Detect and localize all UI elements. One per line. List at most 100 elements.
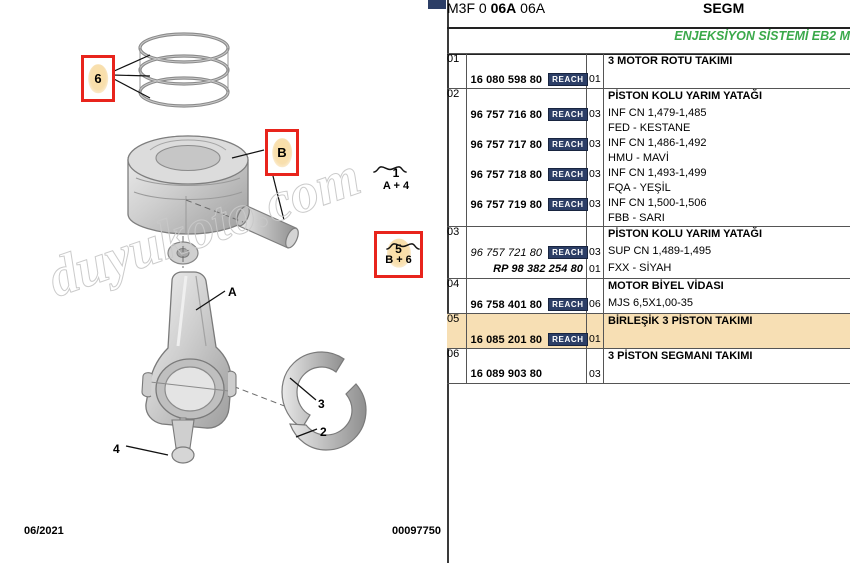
diagram-artwork <box>111 32 367 464</box>
title-pn-pad <box>466 279 587 296</box>
part-line[interactable]: FED - KESTANE <box>467 121 850 136</box>
table-bottom-rule <box>447 383 850 384</box>
quantity: 03 <box>586 366 604 383</box>
row-title: BİRLEŞİK 3 PİSTON TAKIMI <box>603 314 850 331</box>
exploded-parts-diagram: duyukoto.com 6 B 1 A + 4 5 <box>24 32 441 537</box>
row-title-line: BİRLEŞİK 3 PİSTON TAKIMI <box>466 314 850 331</box>
row-title: MOTOR BİYEL VİDASI <box>608 280 724 292</box>
description-line <box>603 331 850 348</box>
table-header: M3F 0 06A 06A SEGM ENJEKSİYON SİSTEMİ EB… <box>447 0 850 55</box>
part-number: 96 757 719 80 <box>470 198 543 211</box>
callout-highlight-blob <box>88 63 108 94</box>
part-number-cell[interactable]: RP 98 382 254 80 <box>466 261 587 278</box>
brace-icon <box>373 166 407 173</box>
bottom-rule-cell <box>447 383 850 384</box>
callout-highlight-blob <box>386 238 411 268</box>
group-5-top: 5 <box>395 242 402 256</box>
bearing-shells-art <box>281 351 367 451</box>
title-qty-pad <box>586 349 604 366</box>
part-number: 96 757 721 80 <box>470 246 543 259</box>
reach-badge: REACH <box>548 246 588 259</box>
diagram-label-2: 2 <box>320 425 327 439</box>
quantity: 01 <box>586 331 604 348</box>
part-number-cell[interactable]: 96 757 718 80 REACH <box>466 166 588 196</box>
part-number: 96 757 717 80 <box>470 138 543 151</box>
row-title: PİSTON KOLU YARIM YATAĞI <box>608 228 763 240</box>
part-line[interactable]: FQA - YEŞİL <box>467 181 850 196</box>
reach-badge: REACH <box>548 168 588 181</box>
title-pn-pad <box>466 54 587 71</box>
callout-b-label: B <box>277 145 287 160</box>
callout-b: B <box>265 129 299 176</box>
title-qty-pad <box>586 279 604 296</box>
title-pn-pad <box>466 314 587 331</box>
title-pn-pad <box>466 89 587 106</box>
description-line: HMU - MAVİ <box>608 152 669 164</box>
callout-highlight-blob <box>272 137 292 168</box>
title-qty-pad <box>586 54 604 71</box>
part-number-cell[interactable]: 16 089 903 80 <box>466 366 587 383</box>
description-line: FXX - SİYAH <box>608 262 672 274</box>
label-leaders <box>125 290 318 456</box>
part-number: 96 757 718 80 <box>470 168 543 181</box>
part-line[interactable]: FBB - SARI <box>467 211 850 226</box>
title-qty-pad <box>586 89 604 106</box>
group-1-top: 1 <box>392 166 400 180</box>
reach-badge: REACH <box>548 298 588 311</box>
corner-marker <box>428 0 446 9</box>
diagram-label-4: 4 <box>113 442 120 456</box>
header-section-title: SEGM <box>703 0 850 29</box>
description-line: FED - KESTANE <box>608 122 691 134</box>
group-label-1: 1 A + 4 <box>372 166 420 202</box>
row-title: 3 PİSTON SEGMANI TAKIMI <box>608 350 753 362</box>
row-item-number: 01 <box>447 53 467 89</box>
part-line[interactable]: HMU - MAVİ <box>467 151 850 166</box>
quantity: 01 <box>586 71 604 88</box>
part-number-cell[interactable]: 96 757 721 80 REACH <box>466 244 588 261</box>
title-qty-pad <box>586 227 604 244</box>
row-item-number: 02 <box>447 88 467 227</box>
footer-date: 06/2021 <box>24 525 64 537</box>
row-title-line: 3 MOTOR ROTU TAKIMI <box>466 54 850 71</box>
reach-badge: REACH <box>548 138 588 151</box>
leader-lines-B <box>231 149 285 221</box>
quantity: 03 <box>586 106 604 136</box>
group-label-5: 5 B + 6 <box>374 231 423 278</box>
header-subtitle: ENJEKSİYON SİSTEMİ EB2 M <box>447 28 850 55</box>
description-line <box>604 71 850 88</box>
gudgeon-pin-art <box>236 205 299 249</box>
part-number-cell[interactable]: 96 757 717 80 REACH <box>466 136 588 166</box>
description-line <box>604 366 850 383</box>
description-line: INF CN 1,493-1,499 <box>608 167 707 179</box>
title-pn-pad <box>466 349 587 366</box>
reach-badge: REACH <box>548 333 588 346</box>
